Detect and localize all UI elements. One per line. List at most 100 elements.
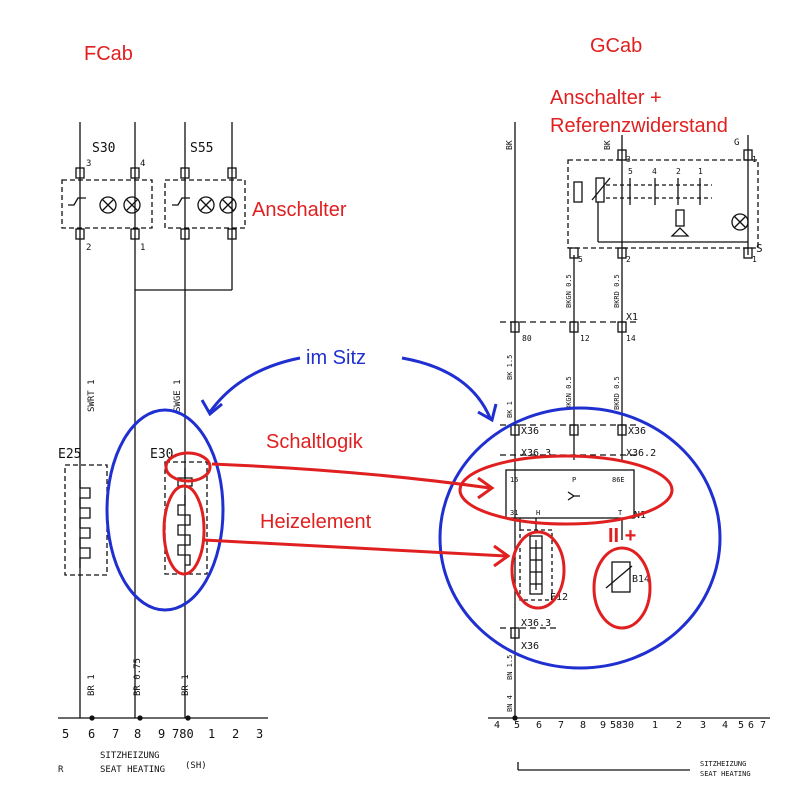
wire-bkrd-label-2: BKRD 0.5 [613, 376, 621, 410]
red-annotations [162, 451, 674, 630]
pin-1-inner-label: 1 [698, 167, 703, 176]
pin-2-label: 2 [86, 243, 91, 253]
gcab-anschalter-line2: Referenzwiderstand [550, 115, 728, 137]
pin-t-label: T [618, 509, 623, 517]
right-bus-number-2: 6 [536, 720, 542, 731]
connector-x36-bottom-label: X36 [521, 641, 539, 652]
left-seat-circle [105, 408, 225, 612]
right-schematic-labels: BK BK G 3 1 5 4 2 1 S 5 2 1 BKGN 0.5 BKR… [494, 138, 766, 778]
switch-s30-label: S30 [92, 141, 115, 156]
blue-annotations [105, 356, 722, 670]
connector-x36-right-label: X36 [628, 426, 646, 437]
pin-12-label: 12 [580, 334, 590, 343]
right-bus-number-10: 4 [722, 720, 728, 731]
pin-4-label: 4 [652, 167, 657, 176]
right-bus-number-3: 7 [558, 720, 564, 731]
left-schematic [58, 122, 268, 721]
arrow-to-right [401, 356, 492, 419]
wire-bk-label: BK [505, 140, 514, 150]
arrow-to-left [208, 356, 301, 413]
wire-bk1-label: BK 1 [506, 401, 514, 418]
wire-bkgn-label: BKGN 0.5 [565, 274, 573, 308]
sensor-mark: II + [608, 525, 636, 547]
left-bus-number-3: 8 [134, 727, 141, 741]
wire-br1-label: BR 1 [87, 674, 97, 696]
right-bus-number-13: 7 [760, 720, 766, 731]
connector-x363-label: X36.3 [521, 448, 551, 459]
right-bus-number-8: 2 [676, 720, 682, 731]
component-e30-label: E30 [150, 447, 173, 462]
left-bus-number-7: 2 [232, 727, 239, 741]
left-heater-circle [162, 484, 206, 576]
arrow-heizelement [203, 538, 507, 558]
pin-s-label: S [756, 242, 763, 255]
connector-x1-label: X1 [626, 312, 638, 323]
right-bus-number-11: 5 [738, 720, 744, 731]
pin-15-label: 15 [510, 476, 518, 484]
gcab-anschalter-line1: Anschalter + [550, 87, 662, 109]
footer-r: R [58, 765, 64, 775]
wire-bk-label-2: BK [603, 140, 612, 150]
pin-5-bottom-label: 5 [578, 255, 583, 264]
wire-br075-label: BR 0.75 [133, 658, 143, 696]
footer-sitzheizung: SITZHEIZUNG [100, 751, 160, 761]
connector-x36-label: X36 [521, 426, 539, 437]
left-bus-number-2: 7 [112, 727, 119, 741]
fcab-label: FCab [84, 43, 133, 65]
component-e12-label: E12 [550, 592, 568, 603]
connector-x363-bottom-label: X36.3 [521, 618, 551, 629]
left-bus-number-0: 5 [62, 727, 69, 741]
wire-bn4-label: BN 4 [506, 695, 514, 712]
connector-x362-label: X36.2 [626, 448, 656, 459]
footer-code: (SH) [185, 761, 207, 771]
pin-h-label: H [536, 509, 540, 517]
component-e25-label: E25 [58, 447, 81, 462]
right-bus-number-5: 9 [600, 720, 606, 731]
pin-1-top-label: 1 [752, 155, 757, 164]
left-logic-circle [164, 451, 212, 483]
wire-swrt-label: SWRT 1 [87, 379, 97, 412]
wire-bkrd-label: BKRD 0.5 [613, 274, 621, 308]
schaltlogik-label: Schaltlogik [266, 431, 364, 453]
switch-s55-label: S55 [190, 141, 213, 156]
heizelement-label: Heizelement [260, 511, 372, 533]
pin-14-label: 14 [626, 334, 636, 343]
gcab-label: GCab [590, 35, 642, 57]
right-bus-number-9: 3 [700, 720, 706, 731]
right-bus-number-6: 5830 [610, 720, 634, 731]
right-bus-number-0: 4 [494, 720, 500, 731]
pin-p-label: P [572, 476, 576, 484]
left-bus-number-6: 1 [208, 727, 215, 741]
wire-swge-label: SWGE 1 [173, 379, 183, 412]
right-bus-number-1: 5 [514, 720, 520, 731]
wire-bk15-label: BK 1.5 [506, 355, 514, 380]
pin-1-label: 1 [140, 243, 145, 253]
right-logic-circle [458, 454, 674, 526]
pin-2-bottom-label: 2 [626, 255, 631, 264]
right-bus-number-4: 8 [580, 720, 586, 731]
pin-31-label: 31 [510, 509, 518, 517]
wire-bkgn-label-2: BKGN 0.5 [565, 376, 573, 410]
wire-br1b-label: BR 1 [181, 674, 191, 696]
footer-seat-heating: SEAT HEATING [100, 765, 165, 775]
pin-3-label: 3 [86, 159, 91, 169]
im-sitz-label: im Sitz [306, 347, 366, 369]
left-bus-number-4: 9 [158, 727, 165, 741]
right-bus-number-12: 6 [748, 720, 754, 731]
component-b14-label: B14 [632, 574, 650, 585]
right-schematic [488, 122, 770, 771]
pin-3-label: 3 [626, 155, 631, 164]
right-seat-circle [438, 406, 722, 670]
pin-80-label: 80 [522, 334, 532, 343]
wire-bn15-label: BN 1.5 [506, 655, 514, 680]
footer-seat-heating: SEAT HEATING [700, 770, 751, 778]
arrow-schaltlogik [211, 462, 491, 490]
pin-2-inner-label: 2 [676, 167, 681, 176]
left-bus-number-1: 6 [88, 727, 95, 741]
pin-4-label: 4 [140, 159, 145, 169]
pin-5-label: 5 [628, 167, 633, 176]
right-bus-number-7: 1 [652, 720, 658, 731]
